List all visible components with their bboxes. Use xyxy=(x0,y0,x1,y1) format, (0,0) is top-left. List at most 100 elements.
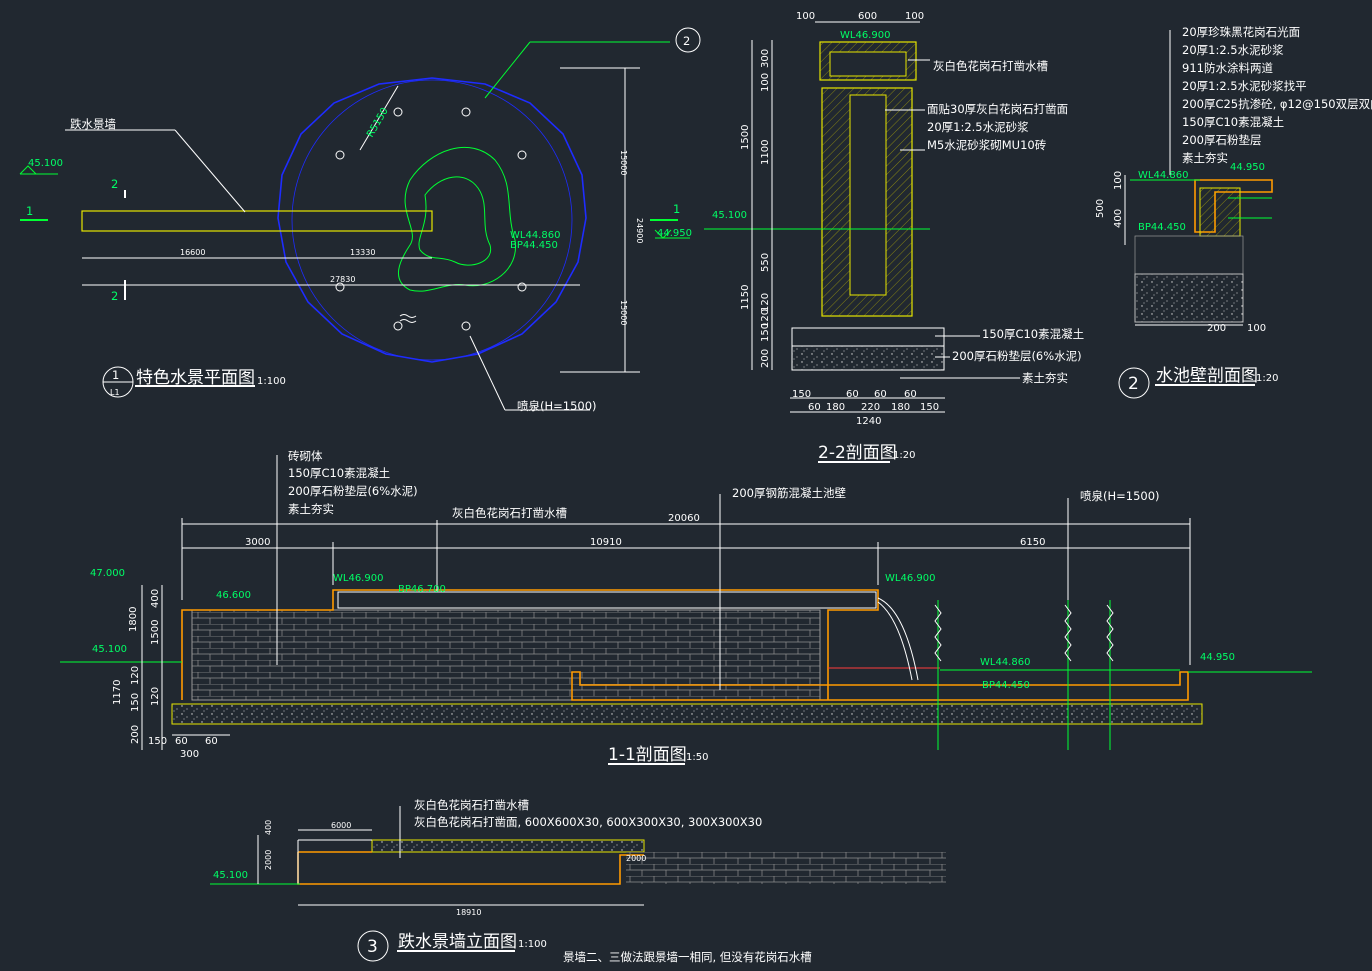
pw-left-dim: 400 xyxy=(1113,209,1124,228)
spray-nozzle xyxy=(393,107,403,117)
wall-outline xyxy=(181,589,879,700)
s22-note-7: 素土夯实 xyxy=(1022,371,1068,385)
s22-left-dim: 1100 xyxy=(760,140,771,165)
s11-seg-dim: 10910 xyxy=(590,537,622,548)
s22-bottom-dim: 180 xyxy=(826,402,845,413)
s22-bottom-dim: 150 xyxy=(792,389,811,400)
s22-note-3: 20厚1:2.5水泥砂浆 xyxy=(927,120,1029,134)
elev-circle-id: 3 xyxy=(367,937,378,957)
spray-nozzle xyxy=(517,150,527,160)
s11-left-dim: 200 xyxy=(130,725,141,744)
island-contour xyxy=(398,146,516,292)
s11-bottom-dim: 60 xyxy=(205,736,218,747)
pw-note-5: 200厚C25抗渗砼, φ12@150双层双向 xyxy=(1182,97,1372,111)
pw-title: 水池壁剖面图 xyxy=(1156,366,1258,386)
s22-left-dim: 120 xyxy=(760,293,771,312)
title-circle xyxy=(357,930,389,962)
title-circle xyxy=(1118,367,1150,399)
plan-dim-text: 13330 xyxy=(350,248,375,257)
section-label-1-right: 1 xyxy=(673,202,680,216)
pillar-core xyxy=(849,94,887,296)
s22-level: 45.100 xyxy=(712,210,747,221)
radius-leader xyxy=(359,85,399,151)
s22-note-5: 150厚C10素混凝土 xyxy=(982,327,1084,341)
s11-bp-c: BP44.450 xyxy=(982,680,1030,691)
s22-left-dim: 200 xyxy=(760,349,771,368)
level-right: 44.950 xyxy=(657,228,692,239)
pw-bottom-dim: 200 xyxy=(1207,323,1226,334)
spray-nozzle xyxy=(461,321,471,331)
s11-seg-dim: 6150 xyxy=(1020,537,1045,548)
elev-note-1: 灰白色花岗石打凿水槽 xyxy=(414,798,529,812)
pool-wall-section: 20厚珍珠黑花岗石光面 20厚1:2.5水泥砂浆 911防水涂料两道 20厚1:… xyxy=(1095,25,1372,399)
s22-bottom-dim: 60 xyxy=(904,389,917,400)
s22-top-dim: 100 xyxy=(905,11,924,22)
elev-dim-text: 6000 xyxy=(331,821,351,830)
plan-circle-id: 1 xyxy=(112,368,119,382)
s11-left-dim: 1170 xyxy=(112,680,123,705)
s11-note-left-1: 砖砌体 xyxy=(288,449,323,463)
s22-top-dim: 100 xyxy=(796,11,815,22)
s22-note-1: 灰白色花岗石打凿水槽 xyxy=(933,59,1048,73)
s22-left-dim: 300 xyxy=(760,49,771,68)
pw-note-4: 20厚1:2.5水泥砂浆找平 xyxy=(1182,79,1307,93)
gravel-layer xyxy=(791,345,945,371)
pw-wl: WL44.860 xyxy=(1138,170,1188,181)
elev-dim-text: 18910 xyxy=(456,908,481,917)
s11-seg-dim: 3000 xyxy=(245,537,270,548)
pw-scale: 1:20 xyxy=(1256,373,1278,384)
s22-bottom-dim: 150 xyxy=(920,402,939,413)
s22-left-dim: 1500 xyxy=(740,125,751,150)
s11-wl-a: WL46.900 xyxy=(333,573,383,584)
level-marker-icon xyxy=(19,165,37,175)
pw-bp: BP44.450 xyxy=(1138,222,1186,233)
pw-bottom-dim: 100 xyxy=(1247,323,1266,334)
spray-nozzle xyxy=(461,107,471,117)
s11-left-dim: 120 xyxy=(130,666,141,685)
s22-left-dim: 550 xyxy=(760,253,771,272)
s11-left-dim: 1500 xyxy=(150,620,161,645)
plan-view: 16600 13330 27830 15000 15000 24900 跌水景墙… xyxy=(19,27,701,413)
pw-level: 44.950 xyxy=(1230,162,1265,173)
plan-circle-sub: L1 xyxy=(110,388,120,397)
s11-left-dim: 150 xyxy=(130,693,141,712)
concrete-layer xyxy=(791,327,945,347)
elev-scale: 1:100 xyxy=(518,939,547,950)
pw-left-dim: 100 xyxy=(1113,171,1124,190)
s22-title: 2-2剖面图 xyxy=(818,443,897,463)
s11-note-left-2: 150厚C10素混凝土 xyxy=(288,466,390,480)
s11-note-left-3: 200厚石粉垫层(6%水泥) xyxy=(288,484,418,498)
spray-nozzle xyxy=(517,282,527,292)
pool-gravel xyxy=(1134,273,1244,323)
jet-spray-icon xyxy=(1106,604,1114,662)
s11-left-dim: 120 xyxy=(150,687,161,706)
s11-wl-c: WL44.860 xyxy=(980,657,1030,668)
s11-bottom-dim: 300 xyxy=(180,749,199,760)
s22-bottom-dim: 220 xyxy=(861,402,880,413)
plan-title: 特色水景平面图 xyxy=(136,368,255,388)
spray-leader xyxy=(469,335,506,411)
water-symbol-icon xyxy=(399,314,417,323)
plan-dim-text: 27830 xyxy=(330,275,355,284)
s11-total-dim: 20060 xyxy=(668,513,700,524)
s11-bottom-dim: 60 xyxy=(175,736,188,747)
plan-dim-text: 15000 xyxy=(619,300,628,325)
pool-wall-body xyxy=(1199,187,1241,237)
elev-dim-text: 2000 xyxy=(264,850,273,870)
jet-spray-icon xyxy=(1064,604,1072,662)
island-contour-inner xyxy=(418,176,492,266)
s11-note-spray: 喷泉(H=1500) xyxy=(1080,489,1160,503)
elev-dim-text: 2000 xyxy=(626,854,646,863)
wall-leader xyxy=(174,129,246,213)
s22-scale: 1:20 xyxy=(893,450,915,461)
pw-note-8: 素土夯实 xyxy=(1182,151,1228,165)
s22-wl: WL46.900 xyxy=(840,30,890,41)
s11-wl-b: WL46.900 xyxy=(885,573,935,584)
plan-cascade-wall xyxy=(81,210,433,232)
base-layers xyxy=(171,703,1203,725)
section-label-2-bottom: 2 xyxy=(111,289,118,303)
s11-note-wall: 200厚钢筋混凝土池壁 xyxy=(732,486,846,500)
pw-note-2: 20厚1:2.5水泥砂浆 xyxy=(1182,43,1284,57)
s22-total-dim: 1240 xyxy=(856,416,881,427)
